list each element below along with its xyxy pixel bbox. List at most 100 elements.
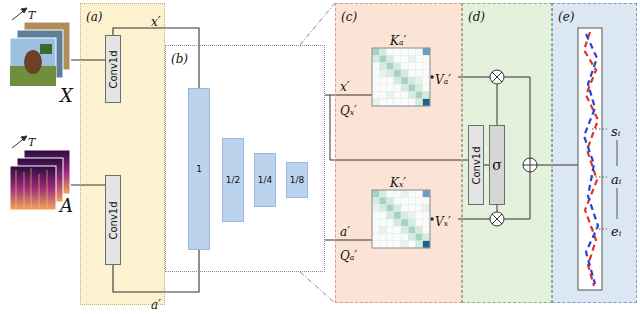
- time-arrow: [21, 136, 27, 141]
- edge-label-box: a′: [151, 294, 161, 313]
- leader-line: [617, 188, 618, 219]
- attention-cell: [401, 77, 408, 84]
- attention-cell: [408, 212, 415, 219]
- attention-cell: [372, 84, 379, 91]
- video-frames: [40, 44, 52, 54]
- panel-heading: (d): [468, 10, 485, 24]
- attention-cell: [379, 197, 386, 204]
- video-frames: [10, 22, 70, 86]
- attention-cell: [416, 77, 423, 84]
- attention-frame: [372, 190, 430, 248]
- box-label: Conv1d: [108, 201, 119, 239]
- attention-cell: [387, 205, 394, 212]
- attention-cell: [408, 48, 415, 55]
- attention-cell: [401, 234, 408, 241]
- input-wire: [71, 185, 105, 186]
- attention-cell: [423, 219, 430, 226]
- attention-symbol-box: Vₐ′: [435, 69, 451, 88]
- add-symbol: [523, 158, 537, 172]
- time-arrow: [21, 8, 27, 13]
- attention-cell: [394, 70, 401, 77]
- attention-cell: [416, 241, 423, 248]
- attention-cell: [394, 84, 401, 91]
- attention-cell: [423, 70, 430, 77]
- attention-cell: [416, 63, 423, 70]
- attention-cell: [387, 212, 394, 219]
- attention-cell: [372, 63, 379, 70]
- attention-cell: [416, 55, 423, 62]
- attention-cell: [416, 212, 423, 219]
- scale-bar: 1/8: [286, 162, 308, 198]
- feature-wire: [325, 95, 372, 96]
- attention-cell: [387, 190, 394, 197]
- multiply-symbol: [490, 70, 504, 84]
- feature-wire: [325, 77, 578, 240]
- attention-cell: [423, 190, 430, 197]
- panel-fill: [80, 3, 165, 305]
- conv-block: Conv1d: [468, 125, 484, 205]
- multiply-symbol: [492, 214, 502, 224]
- attention-cell: [401, 241, 408, 248]
- attention-cell: [408, 92, 415, 99]
- edge-label-box: x′: [151, 11, 161, 30]
- attention-cell: [372, 205, 379, 212]
- feature-label-box: x′: [340, 76, 350, 95]
- attention-symbol: Kₐ′: [390, 35, 406, 49]
- attention-cell: [372, 241, 379, 248]
- attention-cell: [394, 190, 401, 197]
- time-arrow: [12, 137, 26, 148]
- attention-cell: [423, 197, 430, 204]
- attention-cell: [394, 219, 401, 226]
- box-label: Conv1d: [471, 146, 482, 184]
- attention-cell: [394, 212, 401, 219]
- output-symbol-box: aᵢ: [611, 169, 621, 188]
- attention-cell: [416, 70, 423, 77]
- time-arrow: [12, 9, 26, 20]
- score-vector: [584, 34, 598, 284]
- box-label: 1/8: [290, 175, 304, 185]
- value-dot: [430, 75, 434, 221]
- attention-cell: [408, 205, 415, 212]
- module-panel: Conv1dσ(d): [462, 3, 552, 303]
- box-label: 1/2: [226, 175, 240, 185]
- attention-cell: [401, 226, 408, 233]
- attention-cell: [423, 84, 430, 91]
- attention-cell: [379, 48, 386, 55]
- box-label: 1: [196, 164, 202, 174]
- scale-bar: 1/4: [254, 153, 276, 207]
- attention-cell: [408, 226, 415, 233]
- attention-cell: [372, 197, 379, 204]
- attention-cell: [408, 234, 415, 241]
- attention-cell: [408, 63, 415, 70]
- attention-cell: [394, 48, 401, 55]
- attention-cell: [379, 55, 386, 62]
- axis-label-box: T: [28, 4, 35, 23]
- attention-symbol-box: Qₓ′: [340, 100, 357, 119]
- score-vector: [578, 28, 602, 290]
- attention-cell: [416, 84, 423, 91]
- connector: [113, 28, 199, 88]
- time-arrow: [12, 8, 27, 148]
- input-symbol: X: [60, 86, 73, 107]
- spectrograms: [16, 168, 47, 208]
- panel-heading: (c): [341, 10, 357, 24]
- attention-cell: [416, 219, 423, 226]
- attention-symbol: Kₓ′: [390, 177, 406, 191]
- attention-cell: [387, 63, 394, 70]
- attention-cell: [401, 219, 408, 226]
- panel-fill: [335, 3, 462, 303]
- attention-cell: [379, 190, 386, 197]
- panel-heading: (a): [86, 10, 103, 24]
- feature-wire: [330, 95, 468, 160]
- attention-cell: [387, 48, 394, 55]
- leader-line: [592, 177, 607, 178]
- attention-cell: [394, 77, 401, 84]
- attention-cell: [416, 92, 423, 99]
- attention-symbol: Qₐ′: [340, 250, 357, 264]
- feature-wire: [497, 84, 498, 125]
- conv-block: Conv1d: [105, 35, 121, 103]
- attention-cell: [423, 99, 430, 106]
- attention-matrix: [372, 48, 430, 248]
